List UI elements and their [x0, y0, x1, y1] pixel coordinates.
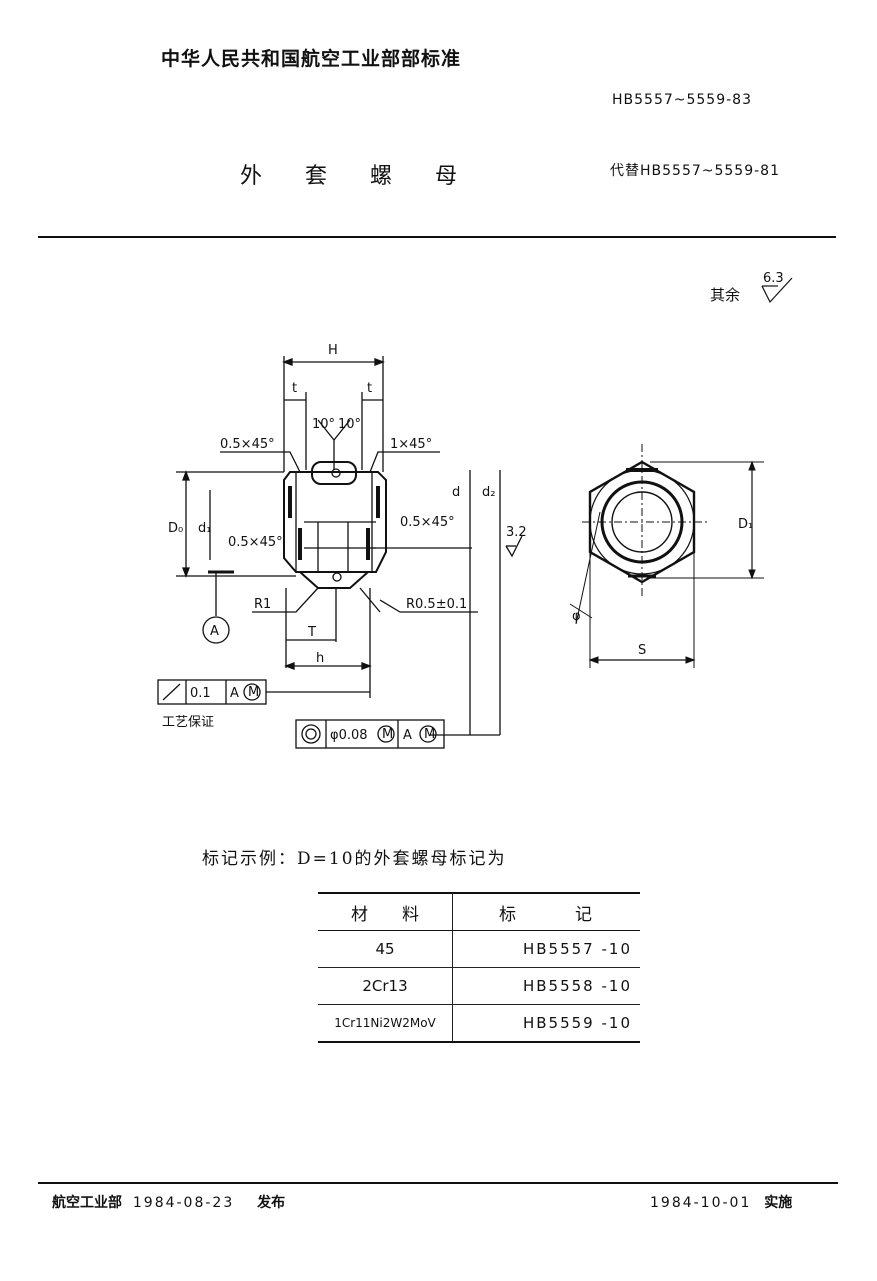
dim-D0: D₀ — [168, 521, 183, 536]
marking-cell: HB5559 -10 — [452, 1004, 640, 1043]
dim-t-right: t — [367, 381, 372, 396]
publisher: 航空工业部 — [52, 1195, 122, 1211]
material-table: 材 料 标 记 45 HB5557 -10 2Cr13 HB5558 -10 1… — [318, 892, 640, 1043]
concentricity-modifier: M — [382, 727, 393, 742]
dim-h: h — [316, 651, 324, 666]
footer-issued: 航空工业部 1984-08-23 发布 — [52, 1192, 285, 1212]
roughness-bore: 3.2 — [506, 525, 527, 540]
chamfer-top-right: 1×45° — [390, 437, 432, 452]
footer-rule — [38, 1182, 838, 1184]
roughness-note-text: 其余 — [710, 286, 741, 304]
datum-A-label: A — [210, 624, 219, 639]
dim-d: d — [452, 485, 460, 500]
dim-d1: d₁ — [198, 521, 211, 536]
concentricity-datum: A — [403, 728, 412, 743]
material-cell: 1Cr11Ni2W2MoV — [318, 1004, 453, 1043]
radius-R1: R1 — [254, 597, 271, 612]
header-material: 材 料 — [318, 892, 453, 931]
marking-cell: HB5558 -10 — [452, 967, 640, 1005]
issuer-title: 中华人民共和国航空工业部部标准 — [161, 48, 462, 70]
footer-effective: 1984-10-01 实施 — [650, 1192, 792, 1212]
effective-date: 1984-10-01 — [650, 1195, 752, 1211]
dim-S: S — [638, 643, 646, 658]
roughness-symbol-icon — [761, 277, 793, 304]
issued-label: 发布 — [257, 1195, 286, 1211]
dim-phi: φ — [572, 609, 581, 624]
radius-fillet: R0.5±0.1 — [406, 597, 467, 612]
roughness-value: 6.3 — [763, 271, 784, 286]
chamfer-mid: 0.5×45° — [400, 515, 455, 530]
issued-date: 1984-08-23 — [132, 1195, 235, 1211]
angle-left: 10° — [312, 417, 335, 432]
chamfer-low: 0.5×45° — [228, 535, 283, 550]
table-row: 1Cr11Ni2W2MoV HB5559 -10 — [318, 1004, 640, 1043]
runout-value: 0.1 — [190, 686, 211, 701]
replaces-standard: 代替HB5557~5559-81 — [610, 163, 780, 179]
dim-H: H — [328, 343, 338, 358]
table-row: 45 HB5557 -10 — [318, 930, 640, 968]
header-marking: 标 记 — [452, 892, 640, 931]
dim-T: T — [307, 625, 316, 640]
general-roughness-note: 其余 — [710, 284, 740, 305]
material-cell: 2Cr13 — [318, 967, 453, 1005]
runout-modifier: M — [248, 685, 259, 700]
material-cell: 45 — [318, 930, 453, 968]
dim-D1: D₁ — [738, 517, 753, 532]
concentricity-datum-modifier: M — [424, 727, 435, 742]
table-row: 2Cr13 HB5558 -10 — [318, 967, 640, 1005]
marking-example: 标记示例：D=10的外套螺母标记为 — [202, 849, 507, 869]
effective-label: 实施 — [764, 1195, 793, 1211]
dim-d2: d₂ — [482, 485, 495, 500]
standard-number: HB5557~5559-83 — [612, 92, 752, 108]
runout-datum: A — [230, 686, 239, 701]
dim-t-left: t — [292, 381, 297, 396]
chamfer-top-left: 0.5×45° — [220, 437, 275, 452]
concentricity-value: φ0.08 — [330, 728, 368, 743]
marking-cell: HB5557 -10 — [452, 930, 640, 968]
document-title: 外 套 螺 母 — [240, 164, 475, 189]
runout-note: 工艺保证 — [162, 715, 214, 730]
angle-right: 10° — [338, 417, 361, 432]
header-rule — [38, 236, 836, 238]
